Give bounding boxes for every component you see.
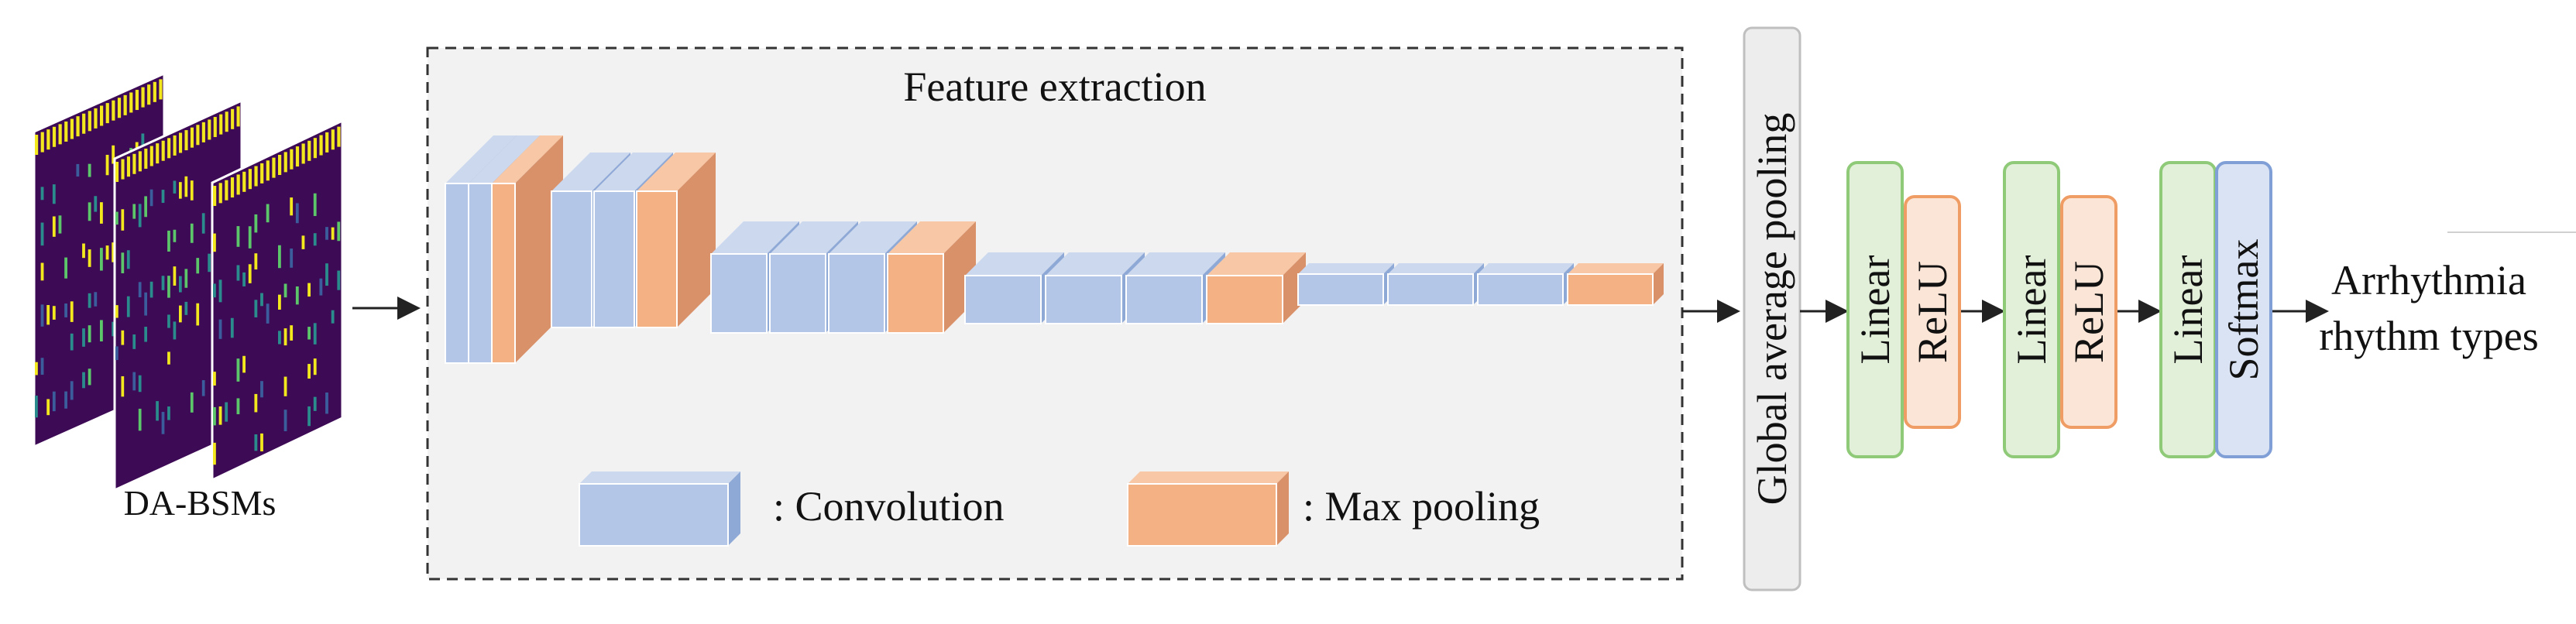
- global-average-pooling-block: [1743, 26, 1801, 591]
- legend-convolution-label: : Convolution: [773, 483, 1005, 530]
- head-linear-label-5: Linear: [2165, 255, 2211, 365]
- da-bsm-input-matrices: [33, 71, 344, 492]
- output-label-line2: rhythm types: [2319, 313, 2538, 359]
- stage-5-conv-block-1: [1297, 263, 1394, 306]
- legend-conv-cuboid: [579, 471, 740, 547]
- feature-extraction-blocks: [445, 135, 1664, 364]
- head-linear-label-3: Linear: [2008, 255, 2055, 365]
- head-softmax-block-6: [2215, 161, 2272, 458]
- legend-max-pooling-swatch: [1127, 471, 1289, 547]
- head-relu-label-4: ReLU: [2066, 261, 2112, 363]
- stage-5-pool-block-4: [1567, 263, 1664, 306]
- stage-2-pool-block-3: [636, 153, 716, 328]
- head-softmax-label-6: Softmax: [2221, 239, 2267, 381]
- legend-pool-cuboid: [1127, 471, 1289, 547]
- head-linear-label-1: Linear: [1852, 255, 1898, 365]
- output-label-line1: Arrhythmia: [2331, 257, 2526, 303]
- head-linear-block-3: [2003, 161, 2060, 458]
- head-relu-block-2: [1904, 195, 1961, 429]
- legend-max-pooling-label: : Max pooling: [1303, 483, 1540, 530]
- stage-5-conv-block-2: [1387, 263, 1484, 306]
- feature-extraction-title: Feature extraction: [903, 63, 1206, 110]
- stage-4-pool-block-4: [1206, 252, 1306, 324]
- input-label: DA-BSMs: [124, 483, 276, 523]
- stage-5-conv-block-3: [1477, 263, 1574, 306]
- head-linear-block-1: [1846, 161, 1904, 458]
- legend-convolution-swatch: [579, 471, 740, 547]
- head-relu-block-4: [2060, 195, 2117, 429]
- global-average-pooling-label: Global average pooling: [1749, 113, 1795, 506]
- head-relu-label-2: ReLU: [1909, 261, 1956, 363]
- stage-3-pool-block-4: [887, 221, 976, 334]
- bsm-matrix-3: [211, 118, 344, 482]
